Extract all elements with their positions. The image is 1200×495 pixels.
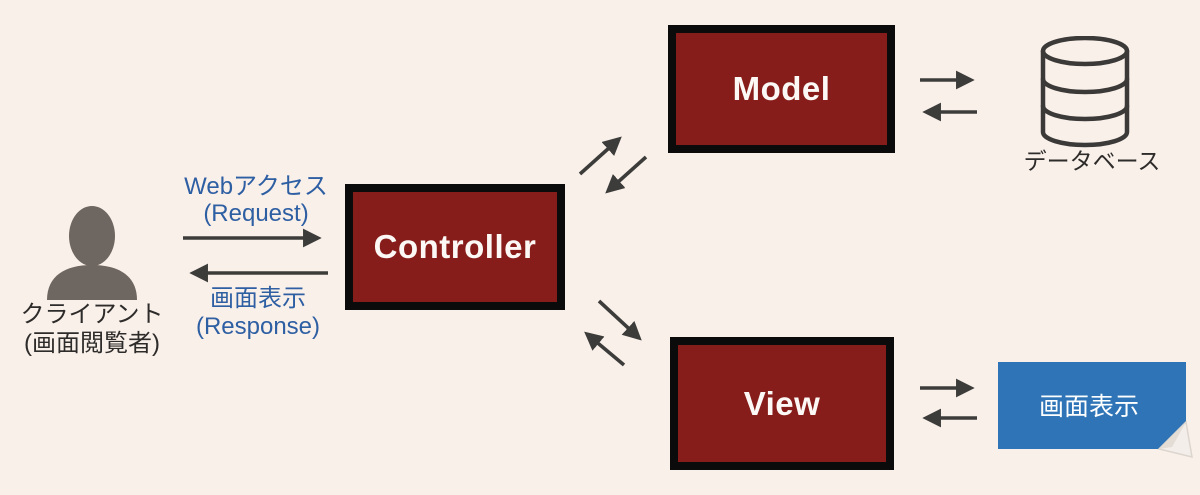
folded-page-shape <box>998 362 1193 458</box>
controller-box: Controller <box>345 184 565 310</box>
database-label: データベース <box>1023 148 1161 174</box>
request-label-line1: Webアクセス <box>184 173 328 200</box>
model-label: Model <box>732 70 831 107</box>
view-label: View <box>743 384 821 422</box>
model-box: Model <box>668 25 895 153</box>
person-silhouette-icon <box>47 206 137 300</box>
client-label-line2: (画面閲覧者) <box>24 330 160 357</box>
controller-label: Controller <box>373 228 537 265</box>
view-box: View <box>670 337 894 470</box>
request-label-line2: (Request) <box>203 200 309 227</box>
response-label-line1: 画面表示 <box>210 285 306 312</box>
response-label-line2: (Response) <box>195 313 321 340</box>
database-cylinder-icon <box>1040 36 1130 148</box>
arrow-controller-to-view <box>597 299 642 341</box>
screen-label: 画面表示 <box>1038 393 1140 421</box>
arrow-controller-to-model <box>578 136 622 176</box>
arrow-model-to-controller <box>605 155 648 194</box>
arrow-view-to-controller <box>584 331 626 367</box>
client-label-line1: クライアント <box>20 301 164 328</box>
